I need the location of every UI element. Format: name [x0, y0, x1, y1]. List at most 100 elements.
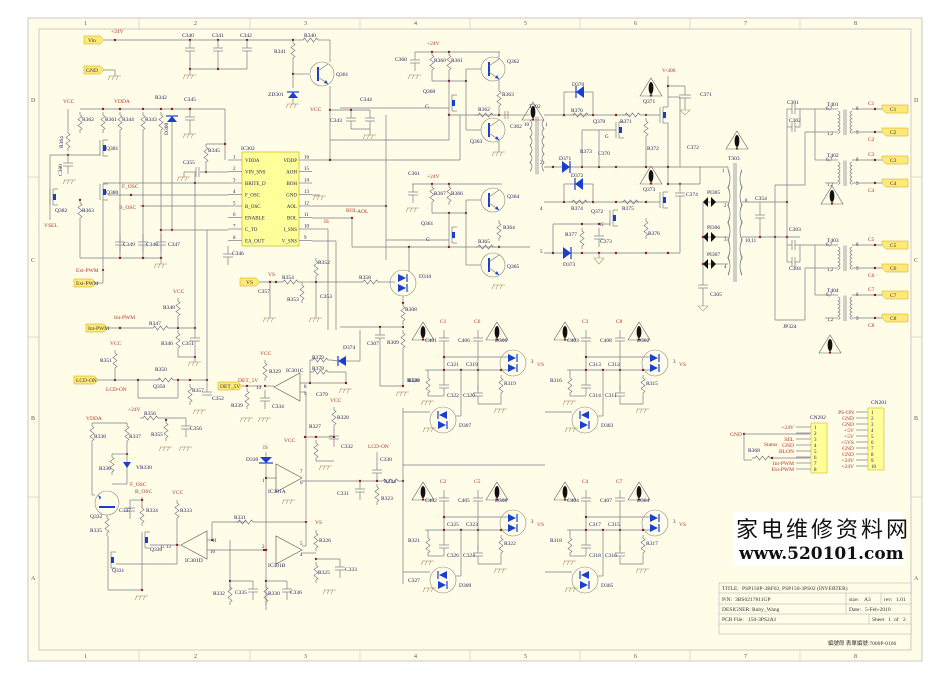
c327-label: C327	[408, 578, 420, 584]
vcc-r333-label: VCC	[172, 490, 184, 496]
cn201-pin-net: +24V	[841, 464, 854, 470]
cn201-pin-num: 9	[871, 459, 874, 464]
size-value: A3	[864, 597, 871, 603]
ic302-pin-num: 2	[233, 167, 236, 172]
r337-label: R337	[129, 434, 141, 440]
zone-top-1: 1	[84, 21, 87, 27]
r373-label: R373	[580, 149, 592, 155]
c352-label: C352	[212, 396, 224, 402]
vcc-label-left: VCC	[63, 99, 75, 105]
pcb-file-label: PCB File:	[722, 617, 744, 623]
ext-pwm-net-label: Ext-PWM	[76, 268, 99, 274]
ic302-pin-num: 4	[233, 190, 236, 195]
zone-markers-bottom: 1 2 3 4 5 6 7 8	[84, 650, 857, 661]
r365-label: R365	[478, 239, 490, 245]
c304-label: C304	[789, 266, 801, 272]
svg-text:10: 10	[210, 550, 216, 555]
output-port-label: C1	[890, 107, 897, 113]
zone-bottom-3: 3	[304, 654, 307, 660]
output-port-c1[interactable]	[881, 104, 909, 114]
r367-label: R367	[434, 191, 446, 197]
t303-output-stage: T303 1 2 3 4 8 10,11 PI305 PI306 PI307 C…	[697, 100, 909, 355]
c337-label: C337	[119, 508, 131, 514]
svg-text:8: 8	[745, 199, 748, 204]
ic301d-label: IC301D	[185, 558, 203, 564]
ext-pwm-port[interactable]	[73, 278, 97, 288]
vin-port[interactable]	[83, 35, 105, 45]
r350-label: R350	[155, 367, 167, 373]
svg-text:3: 3	[673, 520, 676, 525]
c403-label: C403	[567, 338, 579, 344]
t302-stage: T302 10 1 2 4 5 D370 R370 Q370 R371 Q371…	[520, 68, 712, 268]
d302-label: D302	[637, 338, 649, 344]
output-port-c2[interactable]	[881, 127, 909, 137]
c407-label: C407	[600, 498, 612, 504]
cn202-pin-num: 2	[814, 432, 817, 437]
svg-text:8: 8	[304, 385, 307, 390]
output-port-c4[interactable]	[881, 178, 909, 188]
lamp-net: C2	[440, 479, 447, 485]
q360-gate: G	[425, 104, 429, 110]
d304-label: D304	[637, 498, 649, 504]
vs-port[interactable]	[239, 277, 261, 287]
r335-label: R335	[90, 528, 102, 534]
cn201-pin-num: 10	[871, 465, 877, 470]
svg-text:4: 4	[300, 553, 303, 558]
designer-label: DESIGNER:	[722, 607, 751, 613]
r354-label: R354	[282, 275, 294, 281]
output-port-c5[interactable]	[881, 240, 909, 250]
r309-label: R309	[387, 340, 399, 346]
q365-label: Q365	[507, 264, 519, 270]
svg-text:9: 9	[856, 317, 859, 322]
ic301b-label: IC301B	[268, 563, 286, 569]
d309-label: D309	[459, 583, 471, 589]
date-value: 5-Feb-2010	[865, 607, 891, 613]
t402-label: T402	[827, 153, 839, 159]
c405-label: C405	[458, 498, 470, 504]
ic301c-label: IC301C	[286, 368, 304, 374]
output-port-c3[interactable]	[881, 155, 909, 165]
r364-label: R364	[59, 136, 65, 148]
c342-label: C342	[240, 33, 252, 39]
cn201-pin-num: 8	[871, 453, 874, 458]
output-port-c6[interactable]	[881, 263, 909, 273]
cn201-pin-num: 4	[871, 429, 874, 434]
det-5v-port[interactable]	[217, 381, 243, 391]
c313-label: C313	[589, 362, 601, 368]
c345-label: C345	[184, 97, 196, 103]
svg-text:8: 8	[856, 107, 859, 112]
c353-label: C353	[320, 294, 332, 300]
cn202-pin-num: 3	[814, 438, 817, 443]
svg-text:6,7: 6,7	[826, 107, 833, 112]
ic302-pin-name: F_OSC	[245, 194, 261, 199]
gnd-port[interactable]	[83, 65, 105, 75]
jp324-label: JP324	[783, 324, 797, 330]
c360-label: C360	[395, 57, 407, 63]
lcd-on-port-label: LCD-ON	[76, 378, 97, 384]
output-port-c7[interactable]	[881, 290, 909, 300]
cn201-pin-num: 3	[871, 423, 874, 428]
r332-label: R332	[213, 591, 225, 597]
lcd-on-port[interactable]	[73, 375, 99, 385]
r318-label: R318	[550, 538, 562, 544]
c406-label: C406	[458, 338, 470, 344]
pi305-label: PI305	[707, 190, 720, 196]
c371-label: C371	[700, 92, 712, 98]
output-net-label: C3	[868, 152, 875, 158]
lamp-net: C3	[582, 319, 589, 325]
lcd-on-net-label: LCD-ON	[106, 387, 127, 393]
output-port-c8[interactable]	[881, 313, 909, 323]
int-pwm-port[interactable]	[85, 323, 109, 333]
q364-label: Q364	[507, 194, 519, 200]
vdda-label: VDDA	[114, 99, 130, 105]
input-section: Vin +24V C340 C341 C342 GND R340 R341	[83, 29, 377, 160]
svg-text:8: 8	[856, 293, 859, 298]
vs-port-label: VS	[246, 280, 253, 286]
svg-text:4: 4	[540, 207, 543, 212]
det-5v-net-label: DET_5V	[238, 378, 258, 384]
zd301-label: ZD301	[268, 92, 284, 98]
ic302-pin-name: BOH	[286, 182, 297, 187]
svg-text:6: 6	[300, 481, 303, 486]
t403-label: T403	[827, 238, 839, 244]
